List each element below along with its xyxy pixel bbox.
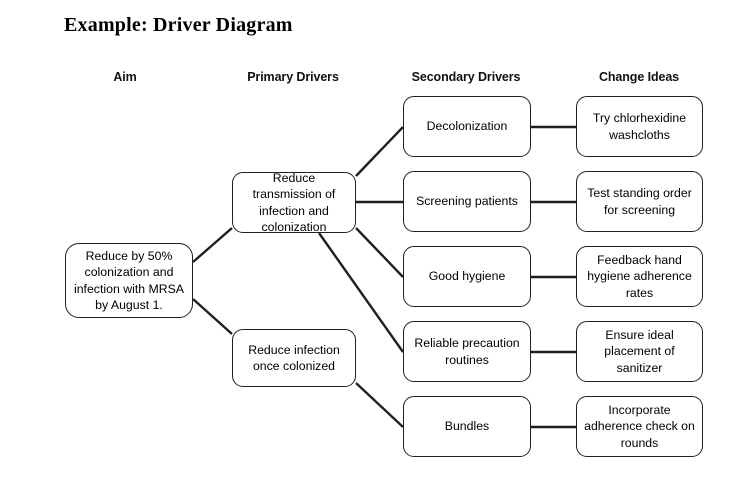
secondary-driver-label-2: Screening patients — [416, 194, 518, 209]
change-idea-box-5[interactable]: Incorporate adherence check on rounds — [576, 396, 703, 457]
secondary-driver-box-3[interactable]: Good hygiene — [403, 246, 531, 307]
primary-driver-box-2[interactable]: Reduce infection once colonized — [232, 329, 356, 387]
aim-box[interactable]: Reduce by 50% colonization and infection… — [65, 243, 193, 318]
column-header-aim: Aim — [113, 70, 137, 84]
secondary-driver-box-4[interactable]: Reliable precaution routines — [403, 321, 531, 382]
secondary-driver-box-5[interactable]: Bundles — [403, 396, 531, 457]
column-header-secondary-drivers: Secondary Drivers — [411, 70, 521, 84]
primary-driver-label-1: Reduce transmission of infection and col… — [252, 171, 336, 234]
connector-aim-to-primary-1 — [192, 227, 233, 263]
connector-primary-1-to-secondary-1 — [355, 126, 404, 177]
change-idea-label-1: Try chlorhexidine washcloths — [592, 111, 687, 142]
secondary-driver-label-3: Good hygiene — [428, 269, 506, 284]
connector-primary-1-to-secondary-3 — [355, 227, 404, 278]
primary-driver-label-2: Reduce infection once colonized — [248, 342, 340, 373]
connector-primary-2-to-secondary-5 — [355, 382, 404, 428]
change-idea-label-2: Test standing order for screening — [587, 186, 692, 217]
secondary-driver-label-1: Decolonization — [426, 119, 508, 134]
change-idea-label-4: Ensure ideal placement of sanitizer — [604, 328, 675, 375]
change-idea-label-3: Feedback hand hygiene adherence rates — [587, 253, 692, 300]
change-idea-box-2[interactable]: Test standing order for screening — [576, 171, 703, 232]
secondary-driver-box-1[interactable]: Decolonization — [403, 96, 531, 157]
column-header-primary-drivers: Primary Drivers — [247, 70, 339, 84]
aim-box-label: Reduce by 50% colonization and infection… — [73, 249, 185, 312]
change-idea-box-4[interactable]: Ensure ideal placement of sanitizer — [576, 321, 703, 382]
column-header-change-ideas: Change Ideas — [598, 70, 680, 84]
primary-driver-box-1[interactable]: Reduce transmission of infection and col… — [232, 171, 356, 234]
page-title: Example: Driver Diagram — [64, 14, 293, 36]
change-idea-box-3[interactable]: Feedback hand hygiene adherence rates — [576, 246, 703, 307]
secondary-driver-label-4: Reliable precaution routines — [414, 336, 520, 367]
change-idea-box-1[interactable]: Try chlorhexidine washcloths — [576, 96, 703, 157]
change-idea-label-5: Incorporate adherence check on rounds — [584, 403, 695, 450]
secondary-driver-box-2[interactable]: Screening patients — [403, 171, 531, 232]
connector-aim-to-primary-2 — [192, 298, 233, 335]
secondary-driver-label-5: Bundles — [444, 419, 490, 434]
